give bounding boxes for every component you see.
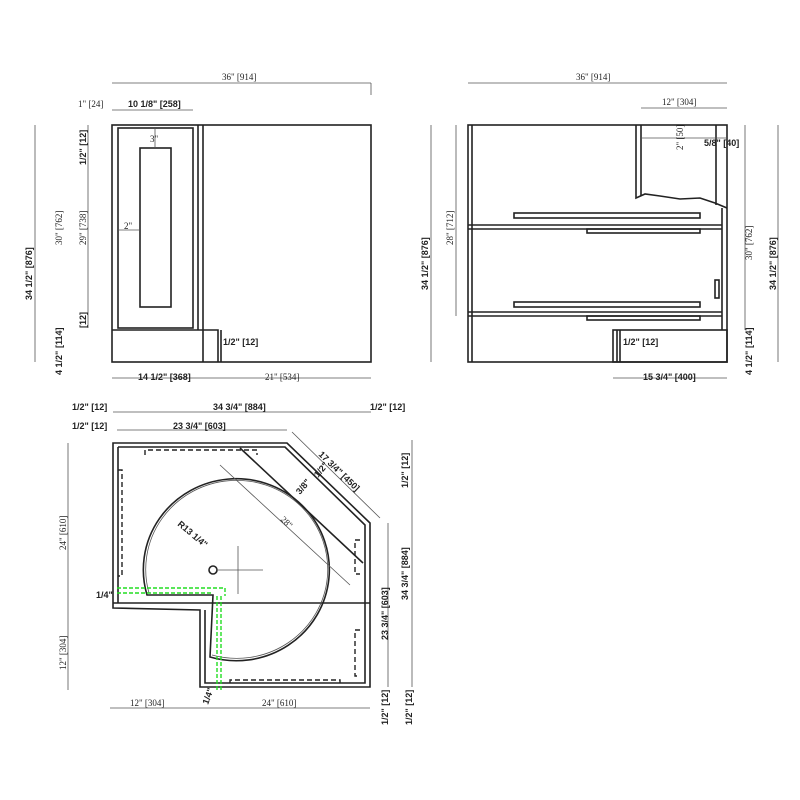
dim-bottom-gap: [12] [78, 312, 88, 328]
dim-side-toe-height-in: 4 1/2" [744, 351, 754, 375]
dim-overall-depth: 34 3/4" [884] [213, 402, 266, 412]
dim-bottom-gap-1: 1/2" [12] [380, 690, 390, 725]
dim-toe-recess: 1/2" [12] [223, 337, 258, 347]
dim-door-width: 10 1/8" [258] [128, 99, 181, 109]
dim-right-gap: 1/2" [12] [400, 453, 410, 488]
dim-upper-side: 5/8" [40] [704, 138, 739, 148]
dim-overall-width: 36" [914] [222, 72, 256, 82]
dim-panel-top: 3" [150, 134, 159, 144]
front-view: 36" [914] 1" [24] 10 1/8" [258] 34 1/2" … [24, 72, 372, 382]
lower-rail [513, 301, 701, 308]
dim-top-gap: 1/2" [12] [78, 130, 88, 165]
plan-view: 1/2" [12] 34 3/4" [884] 1/2" [12] 1/2" [… [58, 402, 414, 725]
upper-rail [513, 212, 701, 219]
dim-side-box-height: 30" [762] [744, 226, 754, 260]
dim-lazy-span: 28" [279, 514, 295, 530]
dim-top-left-gap: 1/2" [12] [72, 402, 107, 412]
dim-side-height-right: 34 1/2" [876] [768, 237, 778, 290]
dim-left-lower: 12" [304] [58, 636, 68, 670]
dim-inner-height: 28" [712] [445, 211, 455, 245]
front-outline [111, 124, 372, 363]
dim-box-height: 30" [762] [54, 211, 64, 245]
dim-toe-height-in: 4 1/2" [54, 351, 64, 375]
dim-bottom-left: 12" [304] [130, 698, 164, 708]
side-outline [467, 124, 728, 363]
dim-side-height-left: 34 1/2" [876] [420, 237, 430, 290]
side-view: 36" [914] 12" [304] 2" [50] 5/8" [40] 34… [420, 72, 779, 382]
dim-right-inner: 23 3/4" [603] [380, 587, 390, 640]
dim-upper-drop: 2" [50] [675, 125, 685, 150]
lazy-susan-tray [142, 477, 331, 662]
dim-left-offset: 1" [24] [78, 99, 103, 109]
dim-side-toe-recess: 1/2" [12] [623, 337, 658, 347]
dim-radius: R13 1/4" [176, 519, 210, 550]
dim-upper-width: 12" [304] [662, 97, 696, 107]
dim-door-height: 29" [738] [78, 211, 88, 245]
base-panel [612, 329, 728, 363]
dim-diagonal-gap: 3/8" [294, 477, 312, 496]
dim-left-width: 14 1/2" [368] [138, 372, 191, 382]
door-panel [117, 127, 194, 329]
dim-side-toe-height: [114] [744, 327, 754, 348]
dim-notch-left: 1/4" [96, 590, 113, 600]
dim-left-depth: 24" [610] [58, 516, 68, 550]
door-inset [139, 147, 172, 308]
dim-top-right-gap: 1/2" [12] [370, 402, 405, 412]
dim-panel-side: 2" [124, 221, 133, 231]
dim-toe-height: [114] [54, 327, 64, 348]
plan-outline [112, 442, 371, 688]
dim-bottom-gap-2: 1/2" [12] [404, 690, 414, 725]
dim-notch-bottom: 1/4" [200, 686, 215, 705]
dim-bottom-right: 24" [610] [262, 698, 296, 708]
dim-side-overall-width: 36" [914] [576, 72, 610, 82]
dim-base-width: 15 3/4" [400] [643, 372, 696, 382]
dim-overall-height: 34 1/2" [876] [24, 247, 34, 300]
dim-right-depth: 34 3/4" [884] [400, 547, 410, 600]
dim-back-width: 23 3/4" [603] [173, 421, 226, 431]
dim-right-width: 21" [534] [265, 372, 299, 382]
pivot-icon [208, 565, 218, 575]
dim-second-left-gap: 1/2" [12] [72, 421, 107, 431]
